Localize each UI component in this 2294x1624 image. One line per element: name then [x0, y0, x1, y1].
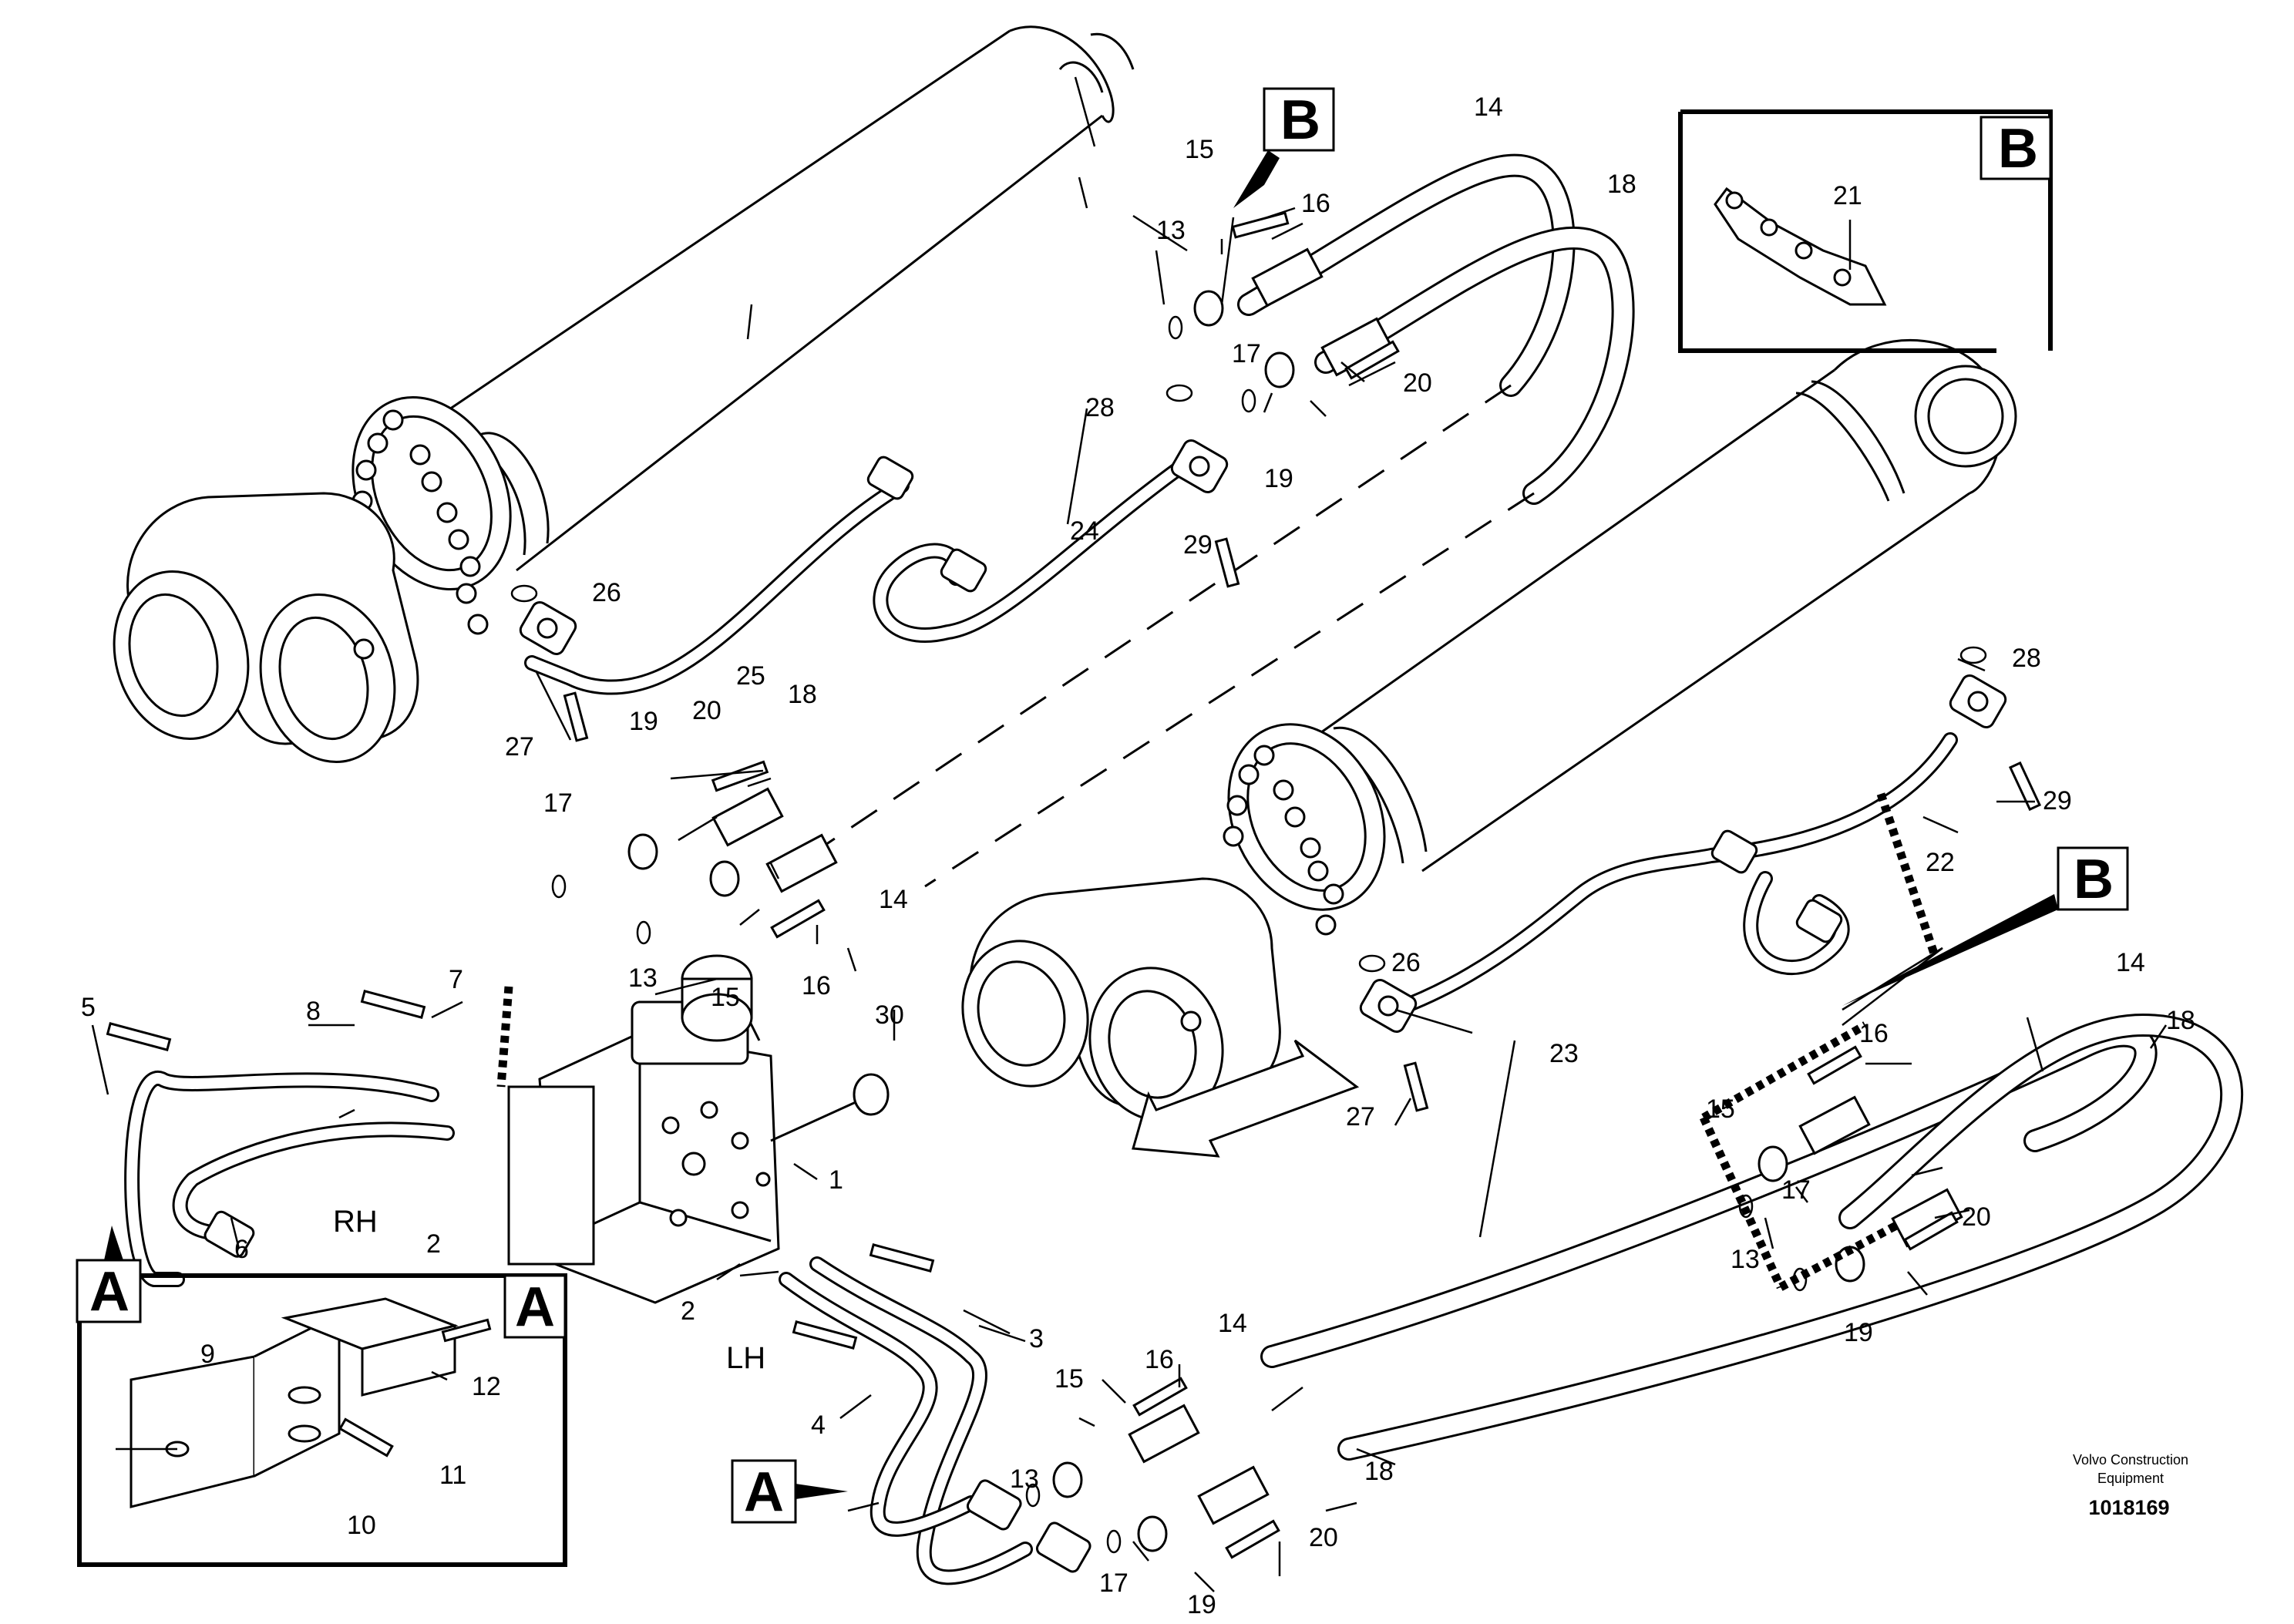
detail-box-b [1678, 109, 2053, 353]
callout-3: 3 [1029, 1324, 1044, 1353]
callout-29: 29 [2043, 786, 2072, 815]
callout-7: 7 [449, 965, 463, 994]
callout-9: 9 [200, 1340, 215, 1369]
flange-bolts-right [1223, 745, 1344, 936]
callout-14: 14 [1474, 92, 1503, 122]
letter-boxes: B B B A A A [76, 87, 2129, 1524]
callout-26: 26 [592, 578, 621, 607]
hose-14-18-top [809, 153, 1635, 888]
callout-10: 10 [347, 1511, 376, 1540]
callout-5: 5 [81, 993, 96, 1022]
callout-11: 11 [439, 1461, 466, 1490]
callout-13: 13 [1156, 216, 1186, 245]
detail-letter-a-box: A [515, 1276, 555, 1338]
callout-12: 12 [472, 1372, 501, 1401]
callout-26: 26 [1391, 948, 1421, 977]
callout-25: 25 [736, 661, 765, 691]
hatched-outlines [496, 792, 1939, 1291]
callout-16: 16 [1859, 1019, 1889, 1048]
callout-17: 17 [543, 788, 573, 818]
lower-right-cylinder [961, 338, 2017, 1122]
callout-27: 27 [1346, 1102, 1375, 1131]
detail-letter-a-left: A [89, 1261, 130, 1323]
callout-8: 8 [306, 997, 321, 1026]
company-name-line1: Volvo Construction [2073, 1452, 2188, 1468]
callout-20: 20 [1309, 1523, 1338, 1552]
fittings [106, 207, 2042, 1573]
pipes [124, 455, 1958, 1585]
drawing-number: 1018169 [2088, 1496, 2169, 1519]
callout-20: 20 [692, 696, 722, 725]
callout-15: 15 [1706, 1094, 1735, 1124]
callout-22: 22 [1926, 848, 1955, 877]
callout-18: 18 [2166, 1006, 2195, 1035]
callout-18: 18 [1607, 170, 1636, 199]
callout-17: 17 [1781, 1175, 1811, 1205]
callout-17: 17 [1232, 339, 1261, 368]
callout-23: 23 [1549, 1039, 1579, 1068]
callout-labels: 1 2 2 3 4 5 6 7 8 9 10 11 12 13 13 13 13… [81, 92, 2195, 1619]
detail-letter-a-bottom: A [744, 1461, 784, 1523]
callout-29: 29 [1183, 530, 1213, 560]
callout-14: 14 [1218, 1309, 1247, 1338]
callout-21: 21 [1833, 181, 1862, 210]
callout-16: 16 [802, 971, 831, 1000]
callout-19: 19 [629, 707, 658, 736]
leader-lines [91, 214, 2168, 1592]
callout-6: 6 [234, 1235, 249, 1264]
detail-letter-b-top: B [1280, 89, 1320, 151]
detail-box-a [77, 1273, 567, 1567]
callout-30: 30 [875, 1000, 904, 1030]
callout-15: 15 [1054, 1364, 1084, 1394]
callout-19: 19 [1187, 1590, 1216, 1619]
callout-14: 14 [879, 885, 908, 914]
callout-19: 19 [1844, 1318, 1873, 1347]
control-valve [507, 954, 890, 1304]
lh-label: LH [726, 1341, 765, 1375]
callout-28: 28 [1085, 393, 1115, 422]
callout-18: 18 [788, 680, 817, 709]
side-labels: RH LH [333, 1205, 765, 1375]
callout-24: 24 [1070, 516, 1099, 546]
callout-28: 28 [2012, 644, 2041, 673]
callout-20: 20 [1403, 368, 1432, 398]
callout-2: 2 [681, 1296, 695, 1326]
callout-20: 20 [1962, 1202, 1991, 1232]
callout-15: 15 [1185, 135, 1214, 164]
direction-arrow [1132, 1039, 1360, 1158]
detail-letter-b-box: B [1998, 118, 2038, 180]
callout-1: 1 [829, 1165, 843, 1195]
callout-19: 19 [1264, 464, 1293, 493]
company-name-line2: Equipment [2097, 1471, 2164, 1486]
callout-16: 16 [1145, 1345, 1174, 1374]
detail-letter-b-right: B [2074, 849, 2114, 910]
rh-label: RH [333, 1205, 378, 1239]
hose-14-18-bottom [1260, 1014, 2243, 1461]
callout-15: 15 [711, 983, 740, 1012]
footer: Volvo Construction Equipment 1018169 [2073, 1452, 2188, 1519]
callout-14: 14 [2116, 948, 2145, 977]
upper-left-cylinder [113, 25, 1135, 764]
flange-bolts [352, 409, 489, 635]
callout-2: 2 [426, 1229, 441, 1259]
callout-16: 16 [1301, 189, 1330, 218]
callout-18: 18 [1364, 1457, 1394, 1486]
callout-17: 17 [1099, 1569, 1128, 1598]
callout-4: 4 [811, 1410, 826, 1440]
callout-13: 13 [1731, 1245, 1760, 1274]
callout-13: 13 [1010, 1464, 1039, 1494]
callout-13: 13 [628, 963, 658, 993]
callout-27: 27 [505, 732, 534, 762]
